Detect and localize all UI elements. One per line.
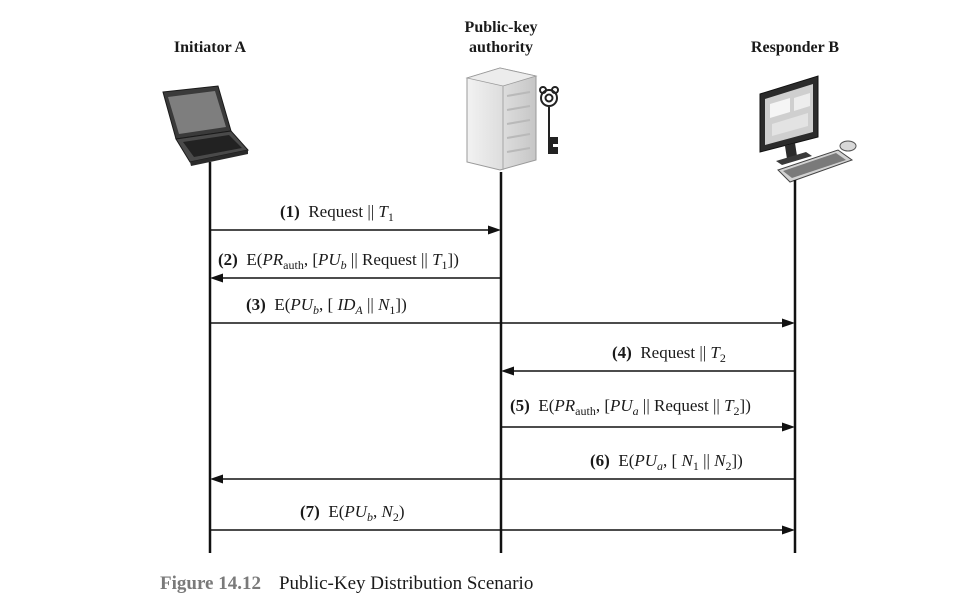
message-text: N <box>378 295 390 314</box>
message-text: PU <box>634 451 658 470</box>
message-text: PR <box>262 250 284 269</box>
message-text: PU <box>344 502 368 521</box>
server-icon <box>465 67 538 171</box>
message-text: ID <box>337 295 356 314</box>
message-label-4: (4) Request || T2 <box>612 343 726 365</box>
message-label-7: (7) E(PUb, N2) <box>300 502 405 524</box>
message-text: , [ <box>319 295 338 314</box>
message-text: 1 <box>441 258 448 272</box>
message-text: N <box>714 451 726 470</box>
message-text: E( <box>246 250 263 269</box>
arrowhead-4 <box>501 366 514 376</box>
message-text: auth <box>283 258 304 272</box>
message-text: Request || <box>640 343 711 362</box>
message-label-1: (1) Request || T1 <box>280 202 394 224</box>
message-text: N <box>381 502 393 521</box>
message-text: E( <box>328 502 345 521</box>
message-text: , [ <box>595 396 610 415</box>
message-text: ]) <box>739 396 751 415</box>
message-text: Request || <box>308 202 379 221</box>
actor-authority: Public-key authority <box>464 19 538 56</box>
laptop-icon <box>162 85 249 166</box>
actor-responder: Responder B <box>750 39 840 56</box>
arrowhead-7 <box>782 525 795 535</box>
message-text: 1 <box>389 303 396 317</box>
message-text: E( <box>538 396 555 415</box>
message-text: T <box>378 202 388 221</box>
message-text: PU <box>610 396 633 415</box>
figure-number: Figure 14.12 <box>160 573 261 594</box>
message-text: PU <box>318 250 341 269</box>
message-label-2: (2) E(PRauth, [PUb || Request || T1]) <box>218 250 459 272</box>
message-step: (3) <box>246 295 266 314</box>
message-text: || Request || <box>346 250 433 269</box>
message-step: (1) <box>280 202 300 221</box>
message-text: N <box>681 451 693 470</box>
message-text: a <box>657 459 664 473</box>
message-step: (2) <box>218 250 238 269</box>
message-text: auth <box>575 404 596 418</box>
message-step: (6) <box>590 451 610 470</box>
figure-title: Public-Key Distribution Scenario <box>278 573 534 594</box>
message-text: E( <box>618 451 635 470</box>
message-text: ]) <box>395 295 407 314</box>
message-text: ]) <box>447 250 459 269</box>
message-text: || Request || <box>638 396 725 415</box>
arrowhead-5 <box>782 422 795 432</box>
message-text: b <box>340 258 347 272</box>
message-text: b <box>367 510 374 524</box>
message-step: (4) <box>612 343 632 362</box>
message-text: 1 <box>692 459 699 473</box>
message-text: , <box>373 502 382 521</box>
message-text: PR <box>554 396 576 415</box>
key-icon <box>539 86 559 154</box>
message-text: A <box>355 303 363 317</box>
message-text: 1 <box>387 210 394 224</box>
message-text: , [ <box>663 451 682 470</box>
figure-caption: Figure 14.12 Public-Key Distribution Scen… <box>160 573 533 595</box>
arrowhead-2 <box>210 273 223 283</box>
arrowhead-3 <box>782 318 795 328</box>
message-label-3: (3) E(PUb, [ IDA || N1]) <box>246 295 407 317</box>
arrowhead-1 <box>488 225 501 235</box>
message-text: || <box>698 451 715 470</box>
message-text: 2 <box>392 510 399 524</box>
message-text: 2 <box>719 351 726 365</box>
message-text: , [ <box>303 250 318 269</box>
message-step: (5) <box>510 396 530 415</box>
message-text: 2 <box>733 404 740 418</box>
message-text: T <box>710 343 720 362</box>
message-text: T <box>724 396 734 415</box>
desktop-computer-icon <box>759 75 857 183</box>
message-text: a <box>632 404 639 418</box>
message-text: 2 <box>725 459 732 473</box>
message-text: b <box>313 303 320 317</box>
message-text: ) <box>398 502 405 521</box>
message-step: (7) <box>300 502 320 521</box>
message-text: T <box>432 250 442 269</box>
message-text: E( <box>274 295 291 314</box>
arrowhead-6 <box>210 474 223 484</box>
actor-initiator: Initiator A <box>173 39 247 56</box>
message-label-5: (5) E(PRauth, [PUa || Request || T2]) <box>510 396 751 418</box>
message-text: PU <box>290 295 314 314</box>
message-text: ]) <box>731 451 743 470</box>
message-text: || <box>362 295 379 314</box>
message-label-6: (6) E(PUa, [ N1 || N2]) <box>590 451 743 473</box>
